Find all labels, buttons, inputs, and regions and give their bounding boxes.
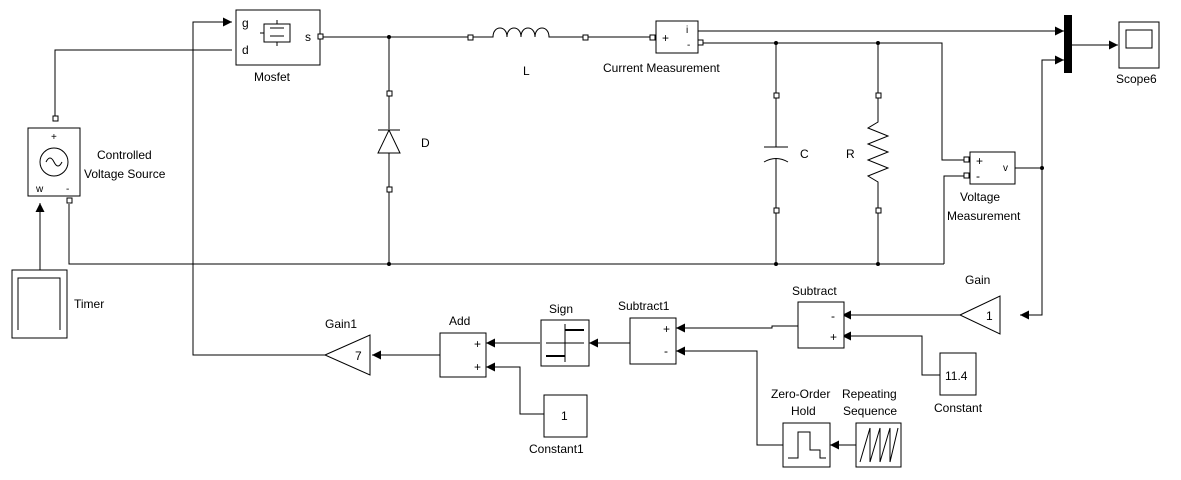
capacitor-label: C (800, 147, 809, 161)
constant-block[interactable]: 11.4 (939, 352, 977, 396)
zoh-staircase-icon (788, 431, 826, 459)
gain1-block[interactable]: 7 (323, 334, 371, 376)
timer-label: Timer (74, 297, 104, 311)
svg-text:w: w (35, 184, 44, 195)
mosfet-label: Mosfet (254, 70, 291, 84)
resistor-label: R (846, 147, 855, 161)
subtract-minus: - (831, 309, 835, 323)
capacitor-block[interactable] (763, 92, 789, 214)
voltage-measurement-label-2: Measurement (947, 209, 1021, 223)
current-measurement-block[interactable]: + i - (649, 20, 704, 54)
add-block[interactable]: + + (439, 332, 487, 378)
gain-value: 1 (986, 309, 993, 323)
zero-order-hold-block[interactable] (782, 422, 831, 468)
constant1-block[interactable]: 1 (543, 394, 588, 438)
timer-step-icon (17, 277, 61, 330)
repeating-sequence-block[interactable] (855, 422, 902, 468)
subtract1-block[interactable]: + - (629, 317, 677, 365)
current-meas-plus: + (662, 31, 669, 45)
sawtooth-icon (859, 427, 899, 463)
scope-screen-icon (1125, 29, 1153, 49)
subtract-block[interactable]: - + (797, 301, 845, 349)
current-measurement-label: Current Measurement (603, 61, 720, 75)
add-plus-1: + (474, 337, 481, 351)
repseq-label-2: Sequence (843, 404, 897, 418)
cvs-label-1: Controlled (97, 148, 152, 162)
power-wires (54, 35, 970, 266)
diode-block[interactable] (377, 90, 401, 193)
sign-function-icon (546, 324, 584, 362)
gain-label: Gain (965, 273, 990, 287)
repseq-label-1: Repeating (842, 387, 897, 401)
add-label: Add (449, 314, 470, 328)
subtract1-plus: + (663, 322, 670, 336)
scope-label: Scope6 (1116, 72, 1157, 86)
voltage-meas-v: v (1003, 163, 1008, 174)
inductor-coil-icon (473, 27, 584, 38)
constant-value: 11.4 (945, 369, 968, 383)
voltage-meas-minus: - (976, 169, 980, 183)
current-meas-minus: - (687, 40, 690, 51)
resistor-block[interactable] (866, 92, 890, 214)
sign-label: Sign (549, 302, 573, 316)
constant1-value: 1 (561, 409, 568, 423)
add-plus-2: + (474, 360, 481, 374)
inductor-block[interactable] (467, 27, 589, 41)
current-meas-i: i (686, 25, 688, 36)
cvs-label-2: Voltage Source (84, 167, 166, 181)
mosfet-port-d: d (242, 43, 249, 57)
mosfet-block[interactable]: g d s (235, 9, 324, 66)
subtract1-label: Subtract1 (618, 299, 670, 313)
mosfet-symbol-icon (260, 20, 291, 46)
scope-block[interactable] (1118, 21, 1160, 69)
signal-wires (35, 17, 1118, 450)
svg-text:+: + (51, 132, 57, 143)
mosfet-port-s: s (305, 30, 311, 44)
gain1-value: 7 (355, 349, 362, 363)
zoh-label-1: Zero-Order (771, 387, 830, 401)
gain-block[interactable]: 1 (958, 295, 1001, 335)
voltage-meas-plus: + (976, 154, 983, 168)
inductor-label: L (523, 64, 530, 78)
subtract-plus: + (830, 330, 837, 344)
gain1-label: Gain1 (325, 317, 357, 331)
svg-text:-: - (66, 184, 69, 195)
mosfet-port-g: g (242, 16, 249, 30)
sign-block[interactable] (540, 319, 590, 367)
voltage-measurement-block[interactable]: + - v (963, 151, 1016, 185)
resistor-zigzag-icon (866, 98, 890, 208)
mux-block[interactable] (1064, 15, 1072, 73)
voltage-measurement-label-1: Voltage (960, 190, 1000, 204)
timer-block[interactable] (11, 269, 68, 339)
constant1-label: Constant1 (529, 442, 584, 456)
diode-label: D (421, 136, 430, 150)
subtract1-minus: - (664, 344, 668, 358)
controlled-voltage-source-block[interactable]: + w - (27, 115, 81, 204)
subtract-label: Subtract (792, 284, 837, 298)
zoh-label-2: Hold (791, 404, 816, 418)
constant-label: Constant (934, 401, 983, 415)
